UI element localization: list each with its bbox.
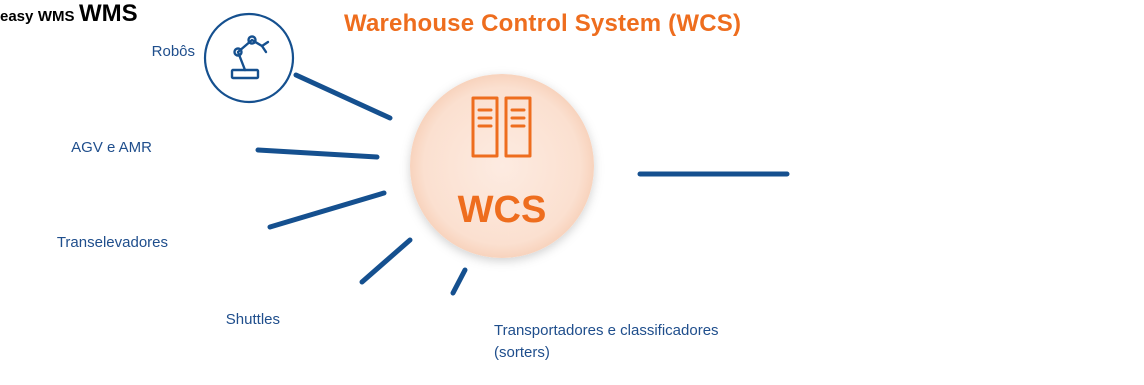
link-agv xyxy=(255,147,380,160)
diagram-title: Warehouse Control System (WCS) xyxy=(344,10,742,37)
wcs-hub: WCS xyxy=(410,74,594,258)
screen-content: easy WMS xyxy=(0,8,79,25)
screen-logo-icon: WMS xyxy=(38,8,79,25)
wms-node: WMS xyxy=(79,0,138,27)
label-agv: AGV e AMR xyxy=(71,139,152,156)
screen-logo-right: WMS xyxy=(37,8,75,25)
label-transportadores-2: (sorters) xyxy=(494,344,550,361)
node-robos xyxy=(203,12,295,104)
link-transelevadores xyxy=(267,190,387,230)
label-transelevadores: Transelevadores xyxy=(56,234,168,251)
link-shuttles xyxy=(359,237,413,285)
link-transportadores xyxy=(450,267,468,296)
robot-arm-icon xyxy=(230,35,270,80)
hub-label: WCS xyxy=(458,189,547,231)
label-transportadores: Transportadores e classificadores xyxy=(494,322,719,339)
server-racks-icon xyxy=(471,96,532,158)
wms-label: WMS xyxy=(78,0,138,27)
link-robos xyxy=(293,72,393,121)
label-shuttles: Shuttles xyxy=(225,311,280,328)
screen-logo-left: easy xyxy=(0,8,34,25)
label-robos: Robôs xyxy=(151,43,195,60)
